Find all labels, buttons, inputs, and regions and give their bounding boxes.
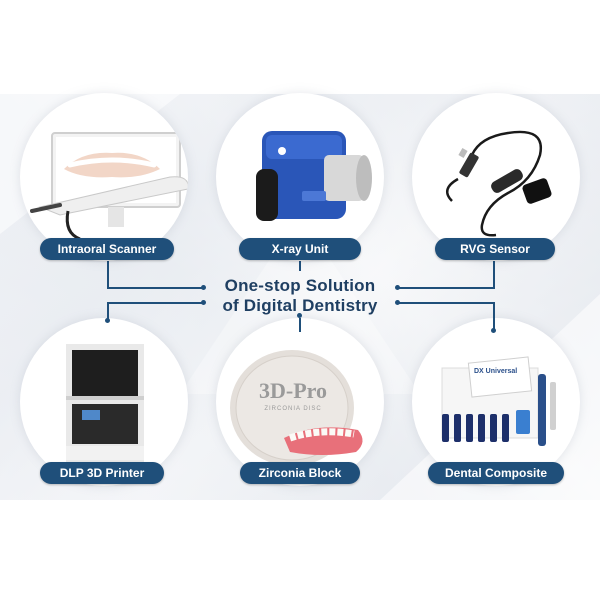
connector-center-top (299, 261, 301, 271)
intraoral-scanner-image (30, 132, 188, 241)
xray-unit-tile[interactable] (216, 93, 384, 261)
connector-left-top-h (107, 287, 203, 289)
headline-line2: of Digital Dentistry (222, 296, 378, 315)
dental-composite-tile[interactable]: DX Universal (412, 318, 580, 486)
rvg-sensor-tile[interactable] (412, 93, 580, 261)
headline-line1: One-stop Solution (224, 276, 376, 295)
label-xray-unit[interactable]: X-ray Unit (239, 238, 361, 260)
intraoral-scanner-tile[interactable] (20, 93, 188, 261)
xray-unit-image (256, 131, 372, 221)
connector-right-top-h (397, 287, 495, 289)
connector-dot (105, 318, 110, 323)
composite-brand-mark: DX Universal (474, 368, 518, 375)
connector-center-bottom (299, 318, 301, 332)
connector-right-bottom-h (397, 302, 495, 304)
connector-left-top (107, 261, 109, 287)
zirconia-block-tile[interactable]: 3D-Pro ZIRCONIA DISC (216, 318, 384, 486)
zirconia-sub-mark: ZIRCONIA DISC (264, 406, 322, 412)
connector-dot (201, 300, 206, 305)
label-intraoral-scanner[interactable]: Intraoral Scanner (40, 238, 174, 260)
label-dlp-3d-printer[interactable]: DLP 3D Printer (40, 462, 164, 484)
label-rvg-sensor[interactable]: RVG Sensor (435, 238, 555, 260)
connector-right-bottom (493, 302, 495, 330)
connector-dot (395, 300, 400, 305)
connector-dot (491, 328, 496, 333)
label-zirconia-block[interactable]: Zirconia Block (240, 462, 360, 484)
dlp-printer-image (66, 344, 144, 466)
zirconia-block-image (230, 350, 363, 466)
connector-left-bottom-h (107, 302, 203, 304)
zirconia-brand-mark: 3D-Pro (258, 378, 328, 403)
dlp-printer-tile[interactable] (20, 318, 188, 486)
connector-dot (297, 313, 302, 318)
connector-right-top (493, 261, 495, 287)
dental-composite-image (441, 356, 556, 446)
connector-dot (201, 285, 206, 290)
rvg-sensor-image (445, 130, 552, 237)
label-dental-composite[interactable]: Dental Composite (428, 462, 564, 484)
connector-dot (395, 285, 400, 290)
connector-left-bottom (107, 302, 109, 320)
